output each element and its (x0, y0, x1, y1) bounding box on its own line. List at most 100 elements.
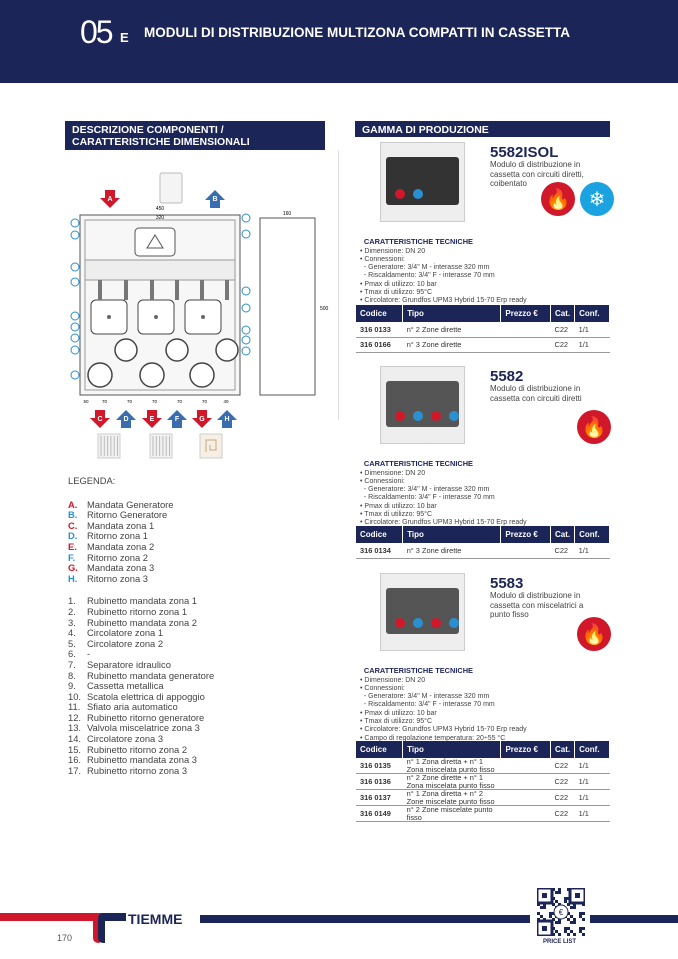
qr-module (564, 900, 567, 903)
callout (241, 325, 251, 335)
legend-text: Circolatore zona 2 (87, 637, 164, 649)
legend-key: H. (68, 572, 78, 584)
arrow-A: A (100, 190, 120, 208)
divider (338, 150, 339, 420)
callout-2 (70, 345, 80, 355)
legend-text: Separatore idraulico (87, 658, 171, 670)
legend-letter-item: D.Ritorno zona 1 (68, 531, 214, 542)
arrow-label: F (175, 416, 180, 423)
legend-key: 10. (68, 690, 82, 702)
technical-specs: CARATTERISTICHE TECNICHE• Dimensione: DN… (360, 230, 527, 306)
dim-bottom: 70 (177, 399, 183, 404)
legend-text: Rubinetto ritorno zona 1 (87, 605, 188, 617)
gauge-valve (189, 362, 215, 388)
qr-code-icon[interactable]: € (537, 888, 585, 936)
gauge-valve (165, 338, 189, 362)
spec-item: • Circolatore: Grundfos UPM3 Hybrid 15-7… (360, 297, 527, 305)
cell-conf: 1/1 (574, 322, 610, 338)
radiator-icon (149, 433, 173, 459)
technical-specs: CARATTERISTICHE TECNICHE• Dimensione: DN… (360, 659, 527, 743)
legend-number-item: 9.Cassetta metallica (68, 680, 214, 692)
callout (241, 229, 251, 239)
legend-number-item: 8.Rubinetto mandata generatore (68, 670, 214, 682)
column-header: Prezzo € (500, 305, 551, 322)
cell-code: 316 0133 (356, 322, 403, 338)
qr-module (573, 906, 576, 909)
qr-module (552, 912, 555, 915)
legend-key: G. (68, 562, 78, 574)
callout-6 (70, 277, 80, 287)
gauge-valve (139, 362, 165, 388)
cell-cat: C22 (550, 789, 575, 806)
callout-4 (70, 322, 80, 332)
cell-cat: C22 (550, 805, 575, 822)
dim-bottom: 70 (152, 399, 158, 404)
qr-module (558, 933, 561, 936)
cell-price (500, 773, 551, 790)
arrow-down-icon (142, 410, 162, 428)
callout-1 (70, 370, 80, 380)
spec-item: • Pmax di utilizzo: 10 bar (360, 502, 437, 510)
qr-module (540, 906, 543, 909)
hydraulic-separator (84, 259, 236, 281)
legend-title: LEGENDA: (68, 475, 116, 486)
cell-conf: 1/1 (574, 758, 610, 774)
qr-finder-center (542, 893, 547, 898)
legend-text: Rubinetto mandata zona 2 (87, 616, 197, 628)
cell-code: 316 0149 (356, 805, 403, 822)
product-valves (395, 411, 464, 421)
arrow-label: H (224, 416, 229, 423)
callout (241, 303, 251, 313)
legend-key: 1. (68, 595, 76, 607)
arrow-label: D (123, 416, 128, 423)
qr-module (573, 921, 576, 924)
cooling-snowflake-icon: ❄ (580, 182, 614, 216)
qr-module (549, 912, 552, 915)
legend-key: E. (68, 540, 77, 552)
callout (241, 335, 251, 345)
cell-type: n° 1 Zona diretta + n° 1 Zona miscelata … (402, 758, 501, 774)
legend-key: C. (68, 519, 78, 531)
legend-number-item: 3. Rubinetto mandata zona 2 (68, 616, 214, 629)
qr-module (558, 921, 561, 924)
qr-module (558, 888, 561, 891)
arrow-G: G (192, 410, 212, 428)
legend-key: 3. (68, 616, 76, 628)
legend-letter-item: F.Ritorno zona 2 (68, 552, 214, 564)
qr-module (582, 927, 585, 930)
footer-logo-navy (98, 913, 126, 921)
legend-key: 11. (68, 701, 81, 713)
specs-title: CARATTERISTICHE TECNICHE (363, 459, 473, 469)
arrow-up-icon (205, 190, 225, 208)
cell-price (500, 758, 551, 774)
spec-item: • Connessioni: (360, 684, 405, 692)
brand-logo: TIEMME (128, 911, 183, 927)
product-name: 5582 (490, 368, 524, 385)
section-title-range: GAMMA DI PRODUZIONE (355, 121, 610, 137)
legend-number-item: 12.Rubinetto ritorno generatore (68, 712, 214, 724)
column-header: Tipo (402, 741, 502, 758)
gauge-valve (215, 338, 239, 362)
qr-module (564, 930, 567, 933)
heating-flame-icon: 🔥 (577, 410, 611, 444)
qr-label: PRICE LIST (543, 939, 577, 945)
cell-cat: C22 (550, 543, 575, 559)
product-name: 5582ISOL (490, 144, 559, 161)
legend-key: 17. (68, 764, 82, 776)
section-title-components: DESCRIZIONE COMPONENTI / CARATTERISTICHE… (65, 121, 325, 150)
cell-conf: 1/1 (574, 789, 610, 806)
arrow-E: E (142, 410, 162, 428)
legend-key: 13. (68, 722, 82, 734)
legend-text: Mandata zona 1 (87, 519, 155, 531)
